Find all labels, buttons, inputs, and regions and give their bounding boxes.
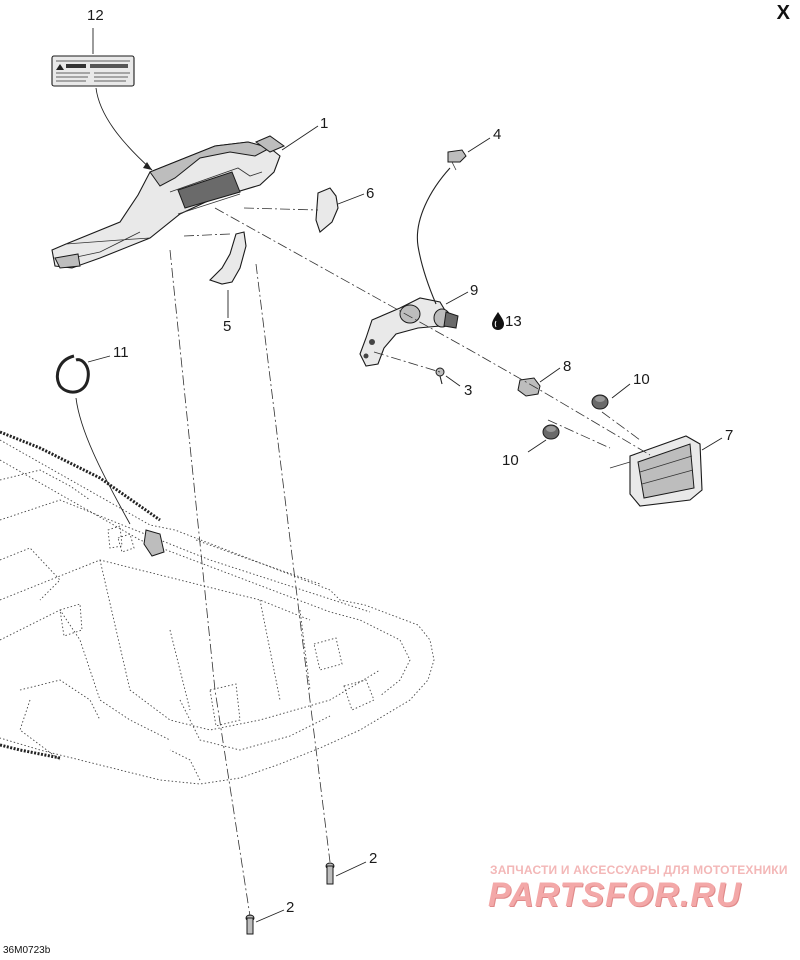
cable-tie-11-part — [55, 354, 90, 394]
bulb-8-part — [517, 377, 541, 397]
callout-12: 12 — [87, 7, 104, 24]
callout-6: 6 — [366, 185, 374, 202]
diagram-code: 36M0723b — [3, 945, 51, 956]
callout-2a: 2 — [369, 850, 377, 867]
bracket-9-part — [359, 297, 459, 367]
bulb-4-part — [447, 149, 467, 171]
callout-8: 8 — [563, 358, 571, 375]
callout-4: 4 — [493, 126, 501, 143]
callout-2b: 2 — [286, 899, 294, 916]
assembly-lines — [169, 207, 651, 917]
deflector-6-part — [315, 187, 339, 233]
callout-9: 9 — [470, 282, 478, 299]
callout-1: 1 — [320, 115, 328, 132]
bolt-2a-part — [325, 862, 335, 885]
callout-10b: 10 — [502, 452, 519, 469]
leader-lines — [75, 28, 723, 923]
warning-label-part — [51, 55, 135, 87]
callout-10a: 10 — [633, 371, 650, 388]
callout-11: 11 — [113, 344, 129, 361]
grommet-10a-part — [591, 394, 609, 410]
watermark-logo: PARTSFOR.RU — [488, 876, 742, 914]
callout-7: 7 — [725, 427, 733, 444]
wire-harness — [416, 167, 451, 305]
drop-icon — [492, 312, 504, 330]
grommet-10b-part — [542, 424, 560, 440]
callout-13: 13 — [505, 313, 522, 330]
bolt-2b-part — [245, 914, 255, 935]
callout-5: 5 — [223, 318, 231, 335]
deflector-5-part — [208, 231, 247, 285]
taillight-7-part — [609, 435, 703, 507]
chassis-frame — [0, 430, 435, 785]
screw-3-part — [435, 367, 445, 385]
corner-label: X — [776, 2, 790, 24]
callout-3: 3 — [464, 382, 472, 399]
watermark-subtitle: ЗАПЧАСТИ И АКСЕССУАРЫ ДЛЯ МОТОТЕХНИКИ — [490, 863, 788, 877]
housing-part — [51, 135, 286, 269]
